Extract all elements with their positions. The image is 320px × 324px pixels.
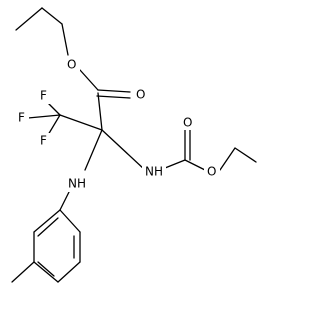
bond-carbamate-c-o: [184, 159, 206, 171]
atom-nh-carbamate: NH: [145, 165, 163, 179]
bond-cf3-f3: [47, 114, 61, 136]
atom-o-carbamate-carbonyl: O: [183, 116, 192, 130]
atom-o-carbonyl: O: [136, 88, 145, 102]
label-bg-o-ester: [64, 56, 80, 72]
label-bg-nh-aniline: [66, 176, 90, 192]
molecule-structure: O O F F F NH NH O O: [11, 7, 257, 283]
bond-ring-3: [57, 261, 81, 283]
bond-ring-aromatic-3: [37, 217, 59, 237]
bond-ring-4: [33, 261, 59, 283]
bond-ring-6: [33, 209, 61, 233]
bond-ring-aromatic-2: [37, 261, 55, 277]
bond-ring-methyl: [11, 261, 35, 283]
bond-carbonyl-central: [97, 92, 103, 131]
label-bg-f2: [15, 110, 29, 126]
bond-ethyl-ch2-c: [41, 7, 63, 25]
bond-carbamate-ch2-ch3: [234, 147, 257, 163]
atom-f3: F: [40, 134, 47, 148]
bond-o-ester-carbonyl-c: [79, 69, 99, 91]
bond-ch2-o-ester: [61, 23, 69, 56]
label-bg-o-carbamate-ester: [204, 163, 220, 179]
atom-f1: F: [40, 89, 47, 103]
atom-o-carbamate-ester: O: [207, 165, 216, 179]
atom-o-ester: O: [67, 58, 76, 72]
label-bg-f3: [37, 133, 51, 149]
atom-nh-aniline: NH: [68, 177, 86, 191]
bond-cf3-f2: [27, 114, 61, 119]
bond-carbonyl-double-1: [97, 89, 131, 93]
bond-carbonyl-double-2: [96, 95, 131, 99]
bond-cf3-central: [59, 114, 103, 131]
label-bg-f1: [37, 88, 51, 104]
bond-central-nh-carbamate: [101, 129, 146, 171]
bond-central-nh-aniline: [84, 129, 103, 171]
label-bg-nh-carbamate: [142, 163, 166, 179]
bond-carbamate-o-ch2: [219, 147, 236, 171]
label-bg-o-carbamate-carbonyl: [180, 114, 196, 130]
label-bg-o-carbonyl: [133, 86, 149, 102]
bond-ring-1: [59, 209, 81, 233]
bond-nh-aniline-ring: [59, 189, 71, 211]
bond-ethyl-ch3-ch2: [15, 7, 43, 31]
atom-f2: F: [18, 111, 25, 125]
